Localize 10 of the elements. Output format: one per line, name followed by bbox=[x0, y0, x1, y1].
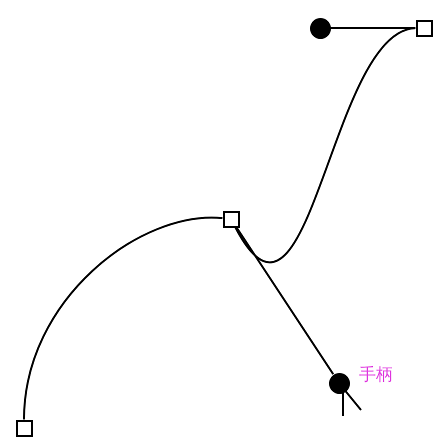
handle-line bbox=[236, 226, 334, 375]
anchor-point bbox=[16, 420, 32, 436]
handle-line bbox=[330, 27, 416, 29]
anchor-point bbox=[416, 20, 432, 36]
handle-point bbox=[328, 372, 350, 394]
curve-segment bbox=[23, 217, 222, 420]
handle-point bbox=[310, 18, 330, 38]
handle-label: 手柄 bbox=[359, 364, 393, 386]
curve-segment bbox=[234, 27, 416, 264]
anchor-point bbox=[222, 210, 240, 228]
